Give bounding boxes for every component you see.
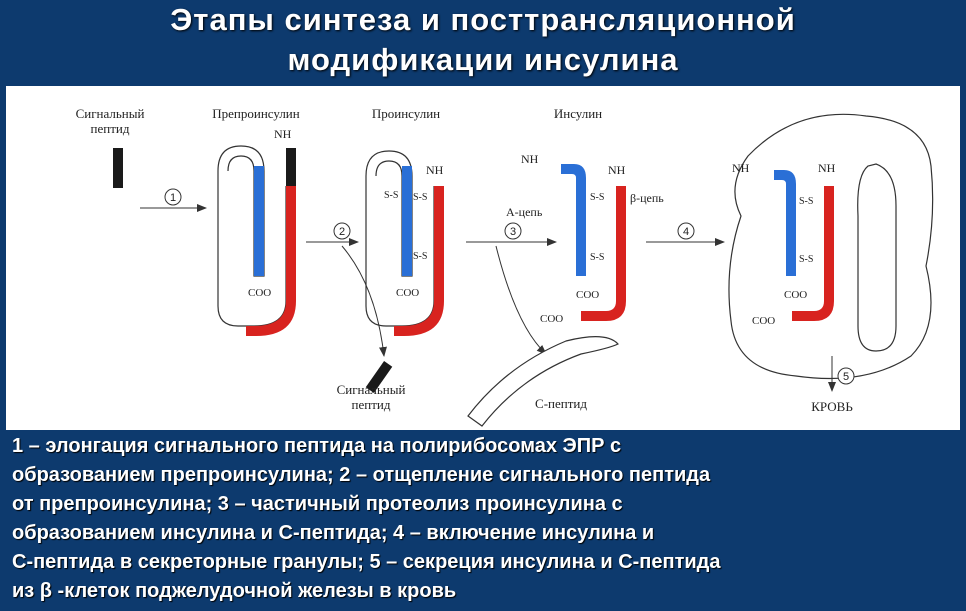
proinsulin-ss-2: S-S [413,251,427,262]
slide-title: Этапы синтеза и посттрансляционной модиф… [0,0,966,84]
step-1-number: 1 [170,192,176,204]
granule-a-chain [774,170,796,276]
step-5-circle [837,367,855,385]
step-4-number: 4 [683,226,689,238]
insulin-nh3-b: NH [608,163,626,177]
step-2-circle [333,222,351,240]
granule-nh3-b: NH [818,161,836,175]
proinsulin-nh3: NH [426,163,444,177]
signal-peptide-label-1: Сигнальный [76,106,145,121]
signal-peptide-bar [113,148,123,188]
preproinsulin-coo: COO [248,287,271,299]
proinsulin-coo: COO [396,287,419,299]
caption-line-6: из β -клеток поджелудочной железы в кров… [12,580,457,602]
diagram-panel: Сигнальный пептид Препроинсулин Проинсул… [6,86,960,430]
granule-c-peptide [857,163,897,352]
granule-coo-a: COO [784,289,807,301]
blood-label: КРОВЬ [811,399,853,414]
granule-b-chain [792,186,834,321]
preproinsulin-nh3: NH [274,127,292,141]
a-chain-label: А-цепь [506,205,543,219]
caption-line-2: образованием препроинсулина; 2 – отщепле… [12,464,711,486]
arrow-to-c-peptide [495,245,547,355]
proinsulin-a-chain [402,166,412,276]
step-3-circle [504,222,522,240]
title-line-1: Этапы синтеза и посттрансляционной [170,2,796,37]
caption-line-1: 1 – элонгация сигнального пептида на пол… [12,435,622,457]
b-chain-label: β-цепь [630,191,664,205]
insulin-nh3-a: NH [521,152,539,166]
step-1-circle [164,188,182,206]
c-peptide-label: С-пептид [535,396,587,411]
insulin-coo-a: COO [576,289,599,301]
title-line-2: модификации инсулина [287,42,679,77]
insulin-synthesis-diagram: Сигнальный пептид Препроинсулин Проинсул… [76,106,934,427]
proinsulin-b-chain [394,186,444,336]
insulin-ss-1: S-S [590,192,604,203]
step-5-number: 5 [843,371,849,383]
proinsulin-ss-1: S-S [413,192,427,203]
granule-nh3-a: NH [732,161,750,175]
caption-text: 1 – элонгация сигнального пептида на пол… [12,432,960,606]
cleaved-signal-bar [365,361,393,393]
proinsulin-outline [365,150,435,327]
preproinsulin-a-chain [254,166,264,276]
insulin-coo-b: COO [540,313,563,325]
caption-line-5: С-пептида в секреторные гранулы; 5 – сек… [12,551,721,573]
caption-line-4: образованием инсулина и С-пептида; 4 – в… [12,522,655,544]
cleaved-signal-label-1: Сигнальный [337,382,406,397]
granule-ss-2: S-S [799,254,813,265]
insulin-a-chain [561,164,586,276]
step-4-circle [677,222,695,240]
step-3-number: 3 [510,226,516,238]
preproinsulin-signal [286,148,296,186]
cleaved-signal-label-2: пептид [352,397,391,412]
insulin-ss-2: S-S [590,252,604,263]
arrow-to-signal [341,245,387,357]
preproinsulin-b-chain [246,186,296,336]
proinsulin-label: Проинсулин [372,106,440,121]
caption-line-3: от препроинсулина; 3 – частичный протеол… [12,493,623,515]
preproinsulin-outline [217,145,287,327]
c-peptide-shape [467,336,619,427]
granule-ss-1: S-S [799,196,813,207]
granule-coo-b: COO [752,315,775,327]
proinsulin-intra-ss-1: S-S [384,190,398,201]
signal-peptide-label-2: пептид [91,121,130,136]
step-2-number: 2 [339,226,345,238]
insulin-b-chain [581,186,626,321]
preproinsulin-label: Препроинсулин [212,106,300,121]
insulin-label: Инсулин [554,106,602,121]
